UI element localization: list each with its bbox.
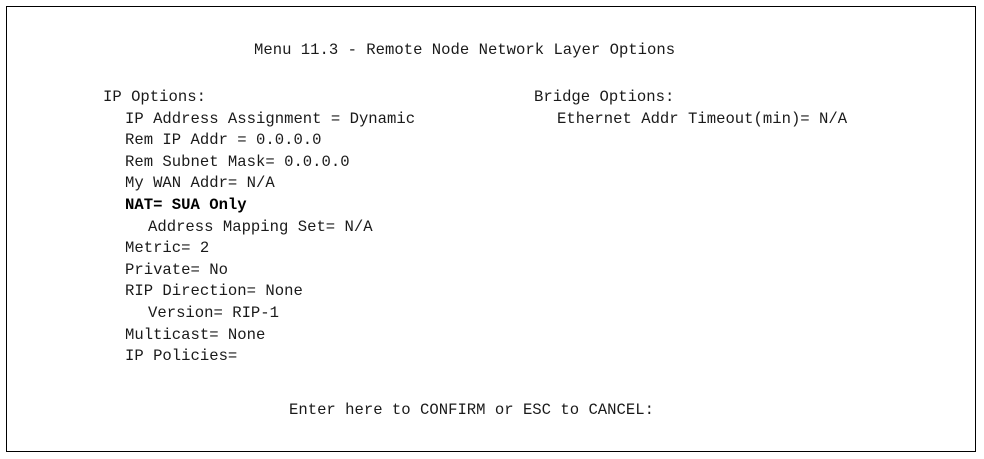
multicast-field[interactable]: Multicast= None	[125, 326, 266, 344]
rip-direction-field[interactable]: RIP Direction= None	[125, 282, 303, 300]
ip-policies-field[interactable]: IP Policies=	[125, 347, 238, 365]
ip-options-heading: IP Options:	[103, 88, 206, 106]
rem-subnet-mask-field[interactable]: Rem Subnet Mask= 0.0.0.0	[125, 153, 350, 171]
metric-field[interactable]: Metric= 2	[125, 239, 210, 257]
ip-address-assignment-field[interactable]: IP Address Assignment = Dynamic	[125, 110, 416, 128]
ethernet-addr-timeout-field[interactable]: Ethernet Addr Timeout(min)= N/A	[557, 110, 848, 128]
address-mapping-set-field[interactable]: Address Mapping Set= N/A	[148, 218, 373, 236]
private-field[interactable]: Private= No	[125, 261, 228, 279]
menu-screen-frame: Menu 11.3 - Remote Node Network Layer Op…	[6, 6, 976, 452]
menu-title: Menu 11.3 - Remote Node Network Layer Op…	[254, 41, 676, 59]
confirm-cancel-prompt: Enter here to CONFIRM or ESC to CANCEL:	[289, 401, 654, 419]
bridge-options-heading: Bridge Options:	[534, 88, 675, 106]
rip-version-field[interactable]: Version= RIP-1	[148, 304, 280, 322]
rem-ip-addr-field[interactable]: Rem IP Addr = 0.0.0.0	[125, 131, 322, 149]
my-wan-addr-field[interactable]: My WAN Addr= N/A	[125, 174, 275, 192]
nat-field[interactable]: NAT= SUA Only	[125, 196, 247, 214]
